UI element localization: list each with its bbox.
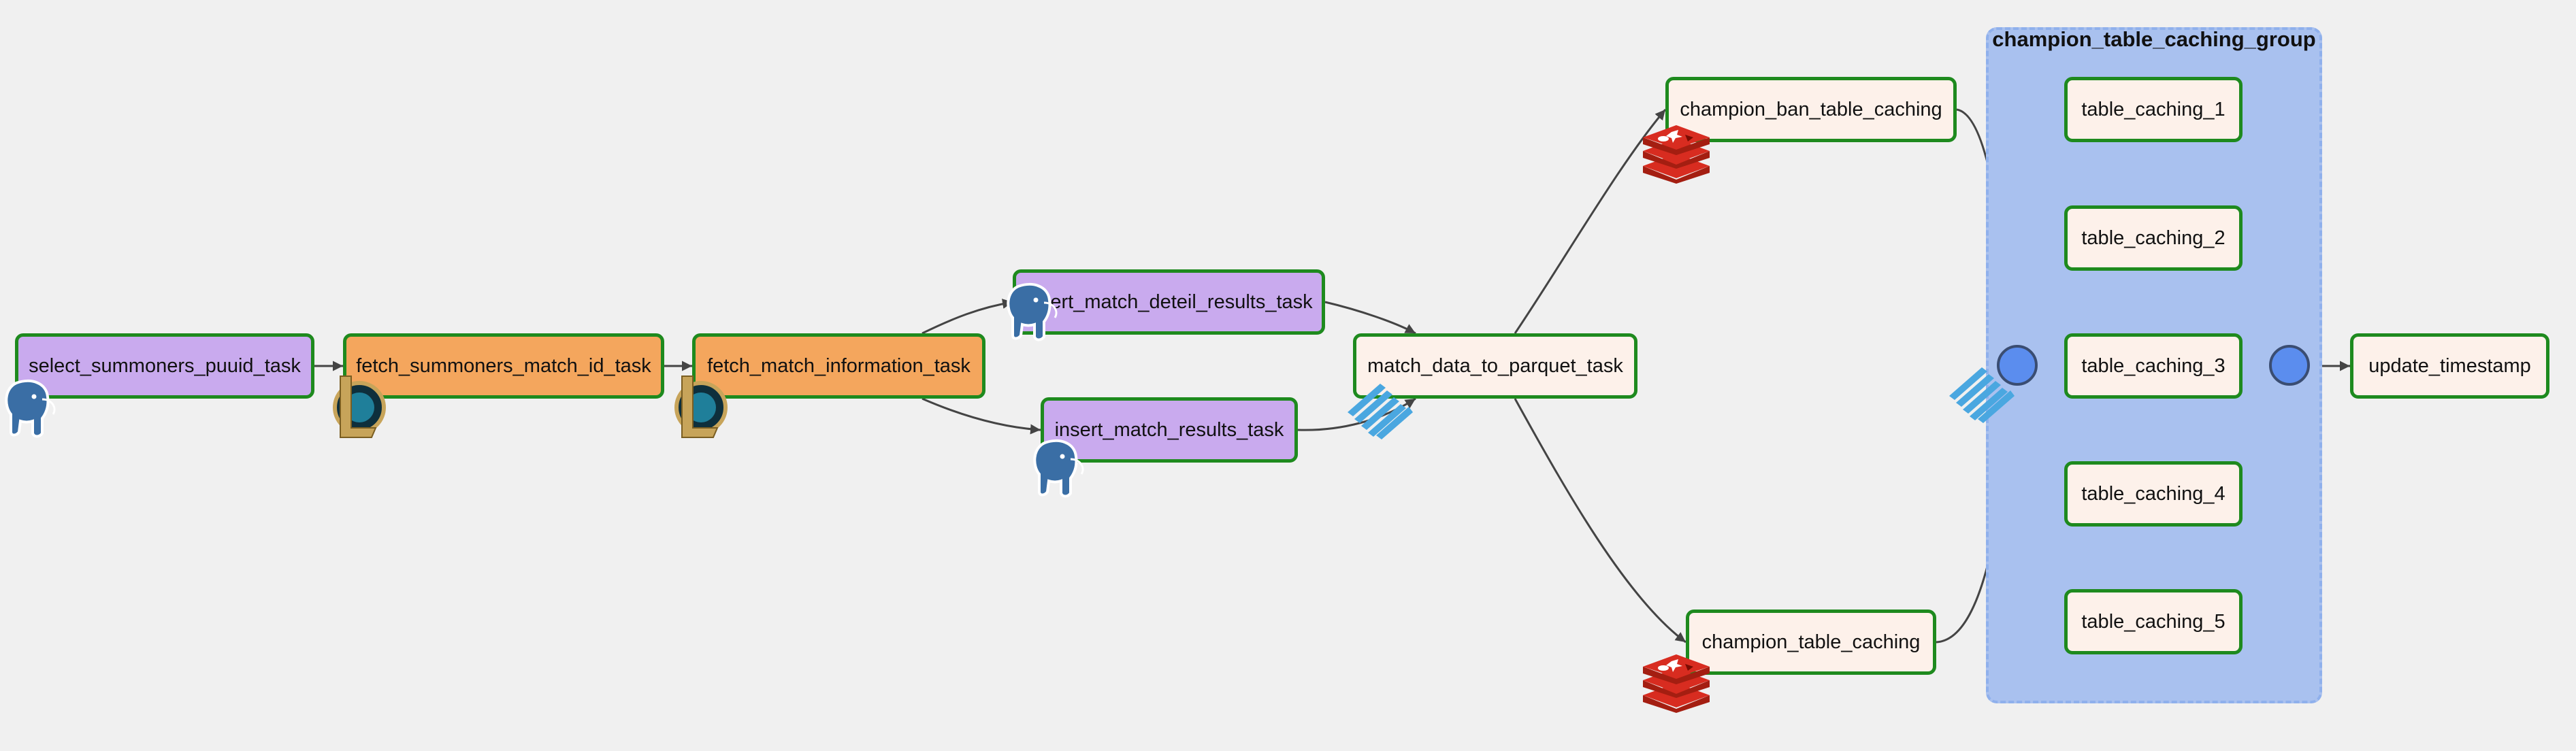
- task-group-title: champion_table_caching_group: [1992, 27, 2316, 51]
- task-table-caching-5[interactable]: table_caching_5: [2064, 589, 2243, 654]
- edge-fetch-info-to-insert-deteil: [922, 299, 1013, 335]
- group-exit-join-node: [2269, 345, 2310, 386]
- task-select-summoners-puuid[interactable]: select_summoners_puuid_task: [15, 333, 314, 399]
- task-table-caching-3[interactable]: table_caching_3: [2064, 333, 2243, 399]
- league-of-legends-icon: [674, 376, 728, 438]
- edge-fetch-info-to-insert-results: [922, 397, 1041, 435]
- parquet-icon: [1348, 384, 1413, 439]
- task-table-caching-2[interactable]: table_caching_2: [2064, 205, 2243, 271]
- group-entry-join-node: [1997, 345, 2038, 386]
- edge-parquet-to-champion-ban: [1514, 109, 1667, 334]
- edge-insert-results-to-parquet: [1297, 397, 1416, 431]
- task-fetch-summoners-match-id[interactable]: fetch_summoners_match_id_task: [343, 333, 664, 399]
- task-table-caching-1[interactable]: table_caching_1: [2064, 77, 2243, 142]
- edge-parquet-to-champion-table: [1514, 398, 1686, 644]
- task-update-timestamp[interactable]: update_timestamp: [2350, 333, 2549, 399]
- postgresql-elephant-icon: [1007, 282, 1058, 341]
- league-of-legends-icon: [333, 376, 386, 438]
- task-fetch-match-information[interactable]: fetch_match_information_task: [692, 333, 985, 399]
- task-champion-ban-table-caching[interactable]: champion_ban_table_caching: [1665, 77, 1957, 142]
- redis-icon: [1643, 125, 1710, 184]
- task-insert-match-results[interactable]: insert_match_results_task: [1041, 397, 1298, 463]
- redis-icon: [1643, 654, 1710, 713]
- task-match-data-to-parquet[interactable]: match_data_to_parquet_task: [1353, 333, 1637, 399]
- parquet-icon: [1949, 367, 2015, 423]
- edge-insert-deteil-to-parquet: [1324, 301, 1416, 335]
- task-insert-match-deteil-results[interactable]: insert_match_deteil_results_task: [1013, 269, 1325, 335]
- postgresql-elephant-icon: [5, 379, 56, 438]
- task-table-caching-4[interactable]: table_caching_4: [2064, 461, 2243, 527]
- postgresql-elephant-icon: [1033, 439, 1084, 498]
- task-champion-table-caching[interactable]: champion_table_caching: [1686, 610, 1936, 675]
